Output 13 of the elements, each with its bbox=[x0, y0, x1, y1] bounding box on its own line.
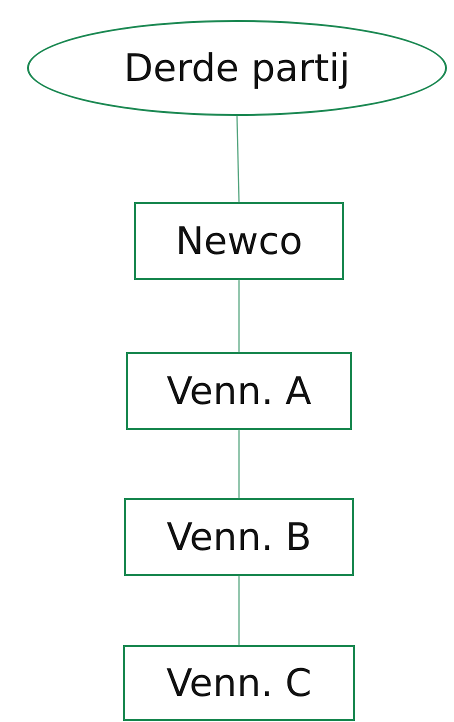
entity-box bbox=[126, 352, 352, 430]
entity-name: Venn. A bbox=[166, 369, 312, 413]
connector-line bbox=[238, 576, 240, 645]
entity-box bbox=[123, 645, 355, 721]
entity-name: Newco bbox=[175, 219, 303, 263]
entity-name: Venn. B bbox=[166, 515, 312, 559]
connector-line bbox=[236, 116, 240, 202]
entity-name: Venn. C bbox=[166, 661, 312, 705]
entity-name: Derde partij bbox=[124, 46, 350, 90]
connector-line bbox=[238, 280, 240, 352]
connector-line bbox=[238, 430, 240, 498]
entity-box bbox=[134, 202, 344, 280]
entity-box bbox=[124, 498, 354, 576]
